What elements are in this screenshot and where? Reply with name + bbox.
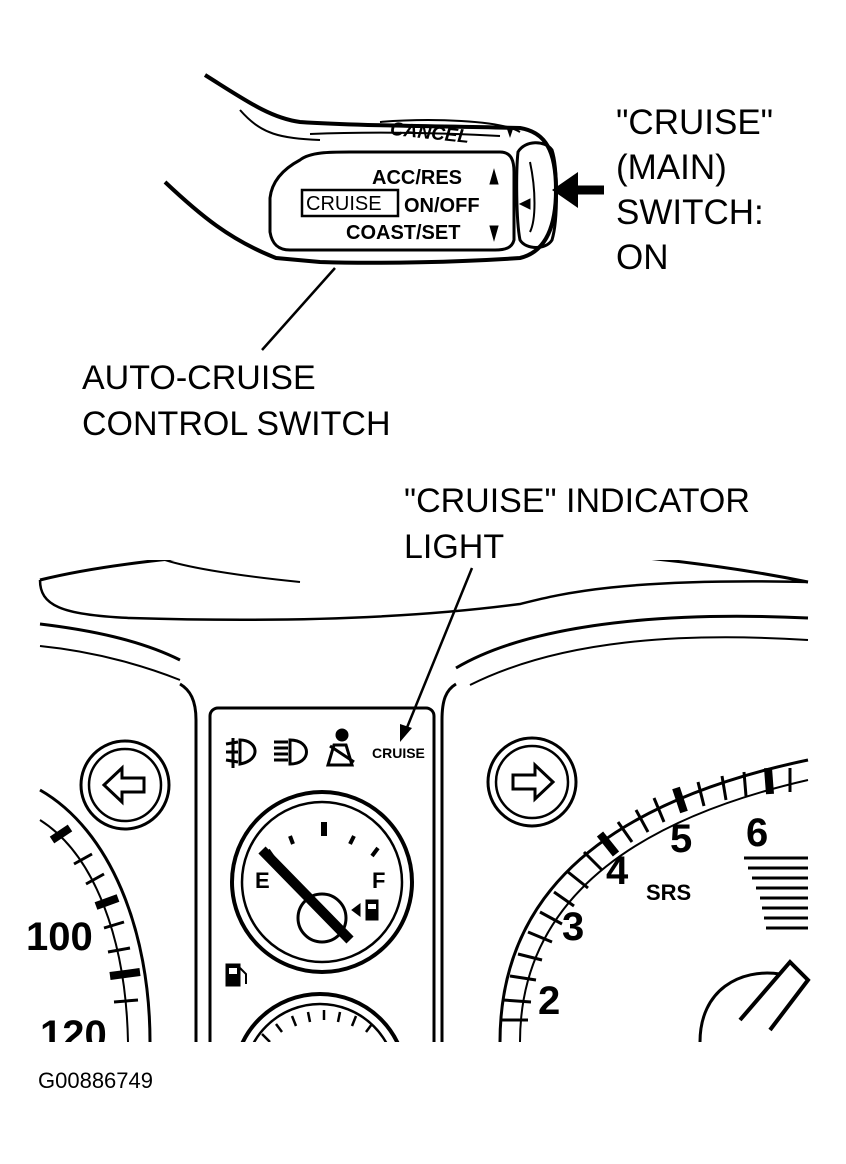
control-switch-callout-line-2: CONTROL SWITCH xyxy=(82,405,391,443)
right-turn-signal-icon xyxy=(511,761,556,803)
auto-cruise-control-switch xyxy=(163,73,604,351)
fog-light-icon xyxy=(225,738,257,768)
main-switch-callout-line-3: SWITCH: xyxy=(616,193,764,232)
srs-label: SRS xyxy=(646,880,691,905)
coast-set-label: COAST/SET xyxy=(346,222,460,244)
cruise-indicator-light: CRUISE xyxy=(372,745,425,761)
seatbelt-icon xyxy=(325,728,355,767)
control-switch-callout-line-1: AUTO-CRUISE xyxy=(82,359,316,397)
tach-5-label: 5 xyxy=(670,817,692,861)
tach-4-label: 4 xyxy=(606,849,629,893)
main-switch-callout-line-1: "CRUISE" xyxy=(616,103,774,142)
control-switch-callout: AUTO-CRUISE CONTROL SWITCH xyxy=(82,355,391,447)
headlight-icon xyxy=(274,738,308,766)
fuel-gauge-pump-icon xyxy=(351,899,379,921)
redline-hatching xyxy=(744,856,808,930)
speedometer-ticks xyxy=(49,824,141,980)
left-arrow-icon xyxy=(518,198,531,210)
tach-3-label: 3 xyxy=(562,905,584,949)
cruise-label: CRUISE xyxy=(306,193,382,215)
cancel-label: CANCEL xyxy=(389,119,470,148)
main-switch-callout-line-4: ON xyxy=(616,238,669,277)
indicator-callout-line-1: "CRUISE" INDICATOR xyxy=(404,482,750,520)
instrument-cluster xyxy=(38,560,811,1042)
figure-code: G00886749 xyxy=(38,1068,153,1093)
control-switch-leader-line xyxy=(261,267,336,351)
left-turn-signal-icon xyxy=(101,764,146,806)
fuel-empty-label: E xyxy=(255,868,270,893)
speed-100-label: 100 xyxy=(26,915,93,959)
tach-2-label: 2 xyxy=(538,979,560,1023)
main-switch-pointer-arrow xyxy=(552,172,604,208)
tachometer-ticks xyxy=(500,768,792,1022)
up-arrow-icon xyxy=(489,168,499,185)
indicator-leader-line xyxy=(404,567,474,731)
down-arrow-icon xyxy=(489,225,499,242)
cruise-label-box xyxy=(300,188,400,218)
fuel-pump-icon xyxy=(225,963,247,987)
tach-6-label: 6 xyxy=(746,811,768,855)
fuel-full-label: F xyxy=(372,868,385,893)
main-switch-callout-line-2: (MAIN) xyxy=(616,148,727,187)
cancel-arrow-icon xyxy=(506,126,514,138)
fuel-needle xyxy=(258,846,354,944)
main-switch-callout: "CRUISE" (MAIN) SWITCH: ON xyxy=(616,100,773,280)
acc-res-label: ACC/RES xyxy=(372,167,462,189)
indicator-callout-line-2: LIGHT xyxy=(404,528,505,566)
indicator-light-callout: "CRUISE" INDICATOR LIGHT xyxy=(404,478,750,570)
on-off-label: ON/OFF xyxy=(404,195,480,217)
